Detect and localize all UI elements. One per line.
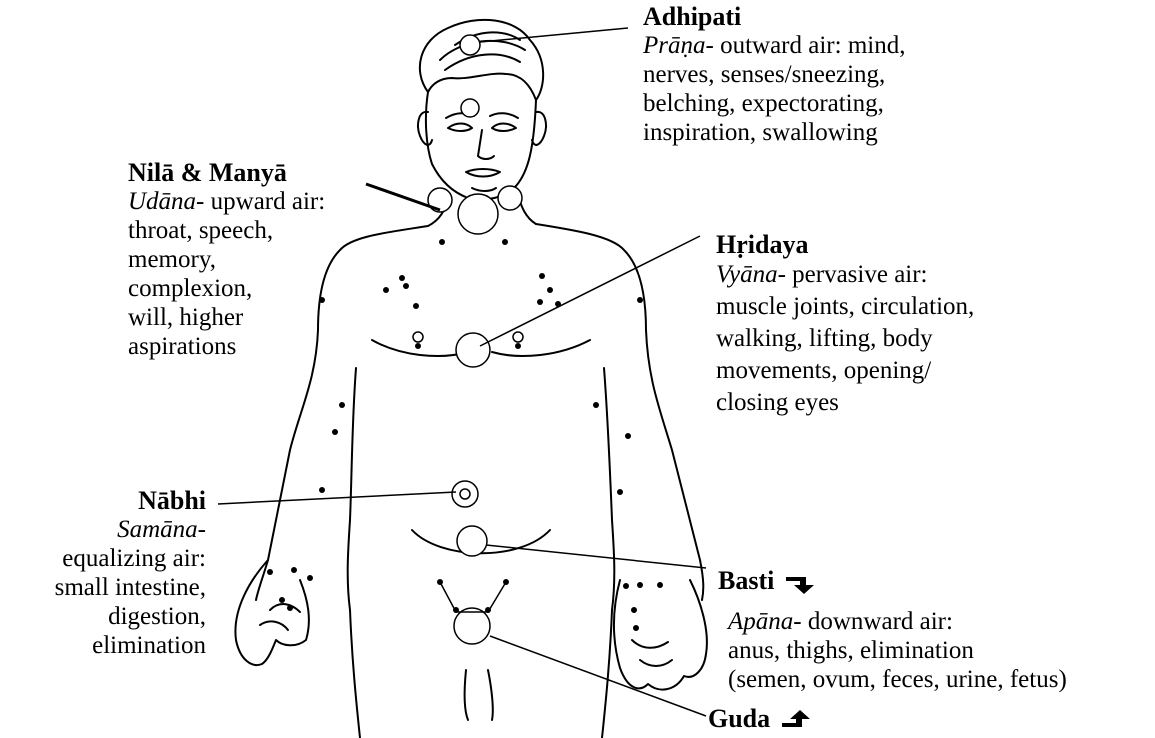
label-nila-manya: Nilā & Manyā Udāna- upward air: throat, … (128, 158, 325, 361)
chin-line (472, 188, 496, 191)
leg-division (465, 670, 493, 720)
nabhi-inner (460, 489, 470, 499)
guda-point (454, 608, 490, 644)
label-basti: Basti Apāna- downward air: anus, thighs,… (718, 566, 1067, 694)
hair-outline (420, 20, 543, 100)
basti-point (457, 526, 487, 556)
basti-air: Apāna- (728, 608, 802, 635)
leader-basti (486, 545, 706, 568)
left-hand-lines (260, 604, 300, 630)
mouth (466, 169, 500, 177)
head-outline (426, 92, 536, 200)
label-nabhi: Nābhi Samāna- equalizing air: small inte… (0, 486, 206, 660)
hridaya-title: Hṛidaya (716, 230, 974, 259)
left-eye (448, 124, 472, 132)
leader-hridaya (480, 236, 700, 346)
leader-guda (490, 636, 706, 716)
nila-air: Udāna- (128, 188, 204, 215)
nabhi-air: Samāna- (117, 516, 206, 543)
label-guda: Guda (708, 704, 814, 733)
right-nipple (513, 332, 523, 342)
nabhi-title: Nābhi (0, 486, 206, 515)
hair-strands (440, 32, 525, 70)
right-eye (492, 124, 516, 132)
throat-point (458, 194, 498, 234)
adhipati-point (460, 35, 480, 55)
right-pec (492, 340, 590, 356)
label-adhipati: Adhipati Prāṇa- outward air: mind, nerve… (643, 2, 905, 147)
leader-adhipati (480, 28, 628, 42)
hridaya-air: Vyāna- (716, 261, 786, 288)
label-hridaya: Hṛidaya Vyāna- pervasive air: muscle joi… (716, 230, 974, 419)
left-nipple (413, 332, 423, 342)
leader-guda-lower-left (440, 582, 456, 612)
body-right-outline (536, 224, 703, 600)
adhipati-air: Prāṇa- (643, 32, 714, 59)
adhipati-title: Adhipati (643, 2, 905, 31)
up-arrow-icon (780, 709, 814, 733)
guda-title: Guda (708, 704, 770, 733)
left-arm-inner (348, 368, 360, 738)
right-manya-point (498, 186, 522, 210)
right-hand (614, 580, 707, 690)
left-hand (235, 560, 308, 665)
leader-guda-lower-right (488, 582, 506, 612)
down-arrow-icon (784, 571, 818, 595)
right-eyebrow (490, 113, 518, 118)
nila-title: Nilā & Manyā (128, 158, 325, 187)
basti-title: Basti (718, 566, 774, 595)
right-hand-lines (632, 640, 672, 666)
nose (478, 130, 494, 159)
hridaya-point (456, 333, 490, 367)
leader-nabhi (218, 492, 456, 504)
right-arm-inner (602, 368, 614, 738)
forehead-point (461, 99, 479, 117)
